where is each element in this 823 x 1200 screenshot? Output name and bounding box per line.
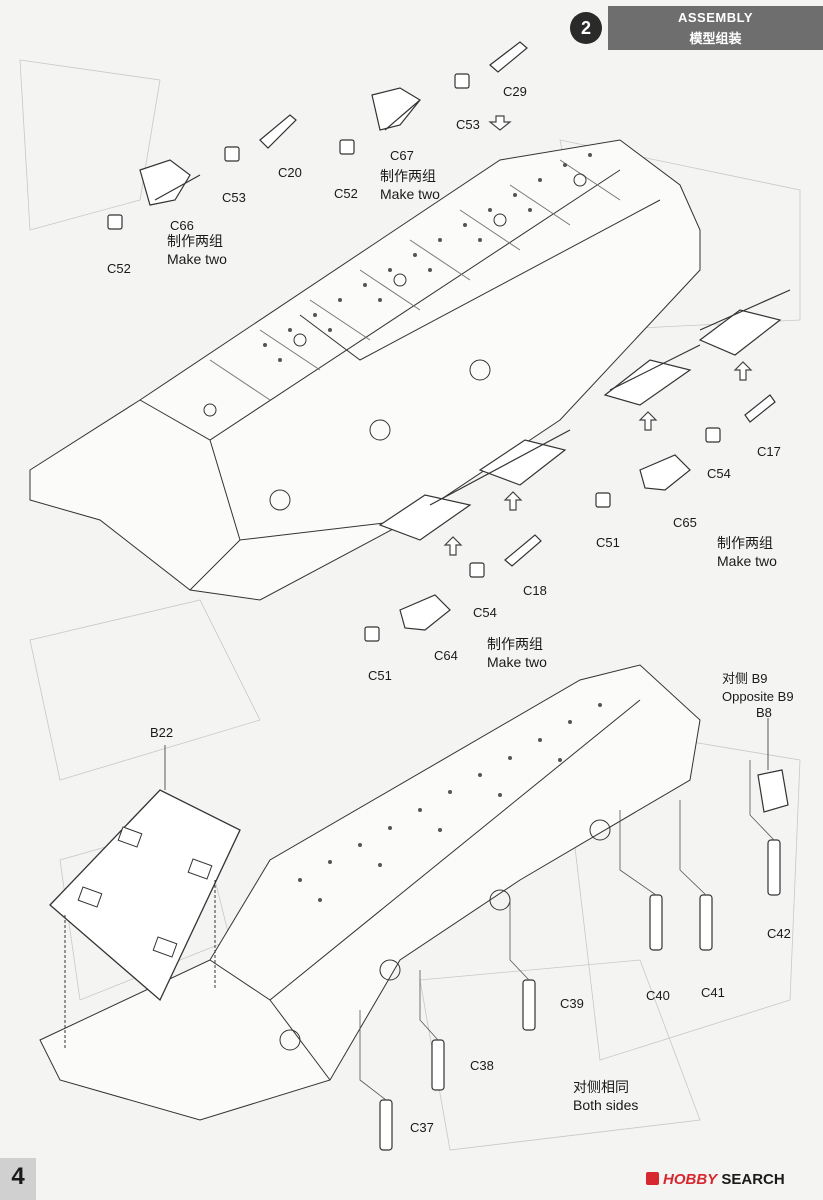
note-make-two: 制作两组 Make two [717, 534, 777, 570]
page-number: 4 [11, 1163, 25, 1190]
brand-prefix: H [663, 1171, 674, 1188]
part-label: C51 [596, 535, 620, 550]
header-title-en: ASSEMBLY [677, 10, 754, 25]
note-en: Make two [167, 251, 227, 267]
part-label: C54 [473, 605, 497, 620]
lower-hull [39, 664, 701, 1121]
note-make-two: 制作两组 Make two [380, 167, 440, 203]
note-en: Make two [380, 186, 440, 202]
part-label: C52 [334, 186, 358, 201]
brand-logo-icon [646, 1172, 659, 1185]
part-label: C42 [767, 926, 791, 941]
note-opposite: 对侧 B9 Opposite B9 [722, 670, 794, 706]
brand-name: OBBY [673, 1171, 718, 1188]
part-label: C51 [368, 668, 392, 683]
part-label: B8 [756, 705, 772, 720]
part-label: B22 [150, 725, 174, 740]
brand-watermark: HOBBY SEARCH [663, 1171, 785, 1188]
part-label: C20 [278, 165, 302, 180]
part-label: C18 [523, 583, 547, 598]
header-title-cn: 模型组装 [689, 31, 742, 46]
note-cn: 制作两组 [717, 535, 773, 551]
part-label: C64 [434, 648, 458, 663]
note-cn: 制作两组 [167, 233, 223, 249]
b8-block [757, 769, 789, 813]
step-number: 2 [570, 12, 602, 44]
part-label: C41 [701, 985, 725, 1000]
upper-hull [29, 139, 701, 601]
part-label: C66 [170, 218, 194, 233]
part-label: C52 [107, 261, 131, 276]
note-make-two: 制作两组 Make two [167, 232, 227, 268]
page-number-box [0, 1158, 36, 1200]
note-en: Make two [487, 654, 547, 670]
note-cn: 制作两组 [487, 636, 543, 652]
part-label: C53 [456, 117, 480, 132]
note-cn: 对侧 B9 [722, 671, 768, 686]
part-label: C39 [560, 996, 584, 1011]
note-cn: 制作两组 [380, 168, 436, 184]
note-both-sides: 对侧相同 Both sides [573, 1078, 638, 1114]
part-label: C40 [646, 988, 670, 1003]
note-en: Opposite B9 [722, 689, 794, 704]
note-make-two: 制作两组 Make two [487, 635, 547, 671]
header-bar [608, 6, 823, 50]
note-cn: 对侧相同 [573, 1079, 629, 1095]
part-label: C65 [673, 515, 697, 530]
part-label: C37 [410, 1120, 434, 1135]
brand-suffix: SEARCH [721, 1171, 785, 1188]
note-en: Both sides [573, 1097, 639, 1113]
part-label: C67 [390, 148, 414, 163]
part-label: C17 [757, 444, 781, 459]
part-label: C53 [222, 190, 246, 205]
part-label: C29 [503, 84, 527, 99]
part-label: C38 [470, 1058, 494, 1073]
note-en: Make two [717, 553, 777, 569]
part-label: C54 [707, 466, 731, 481]
